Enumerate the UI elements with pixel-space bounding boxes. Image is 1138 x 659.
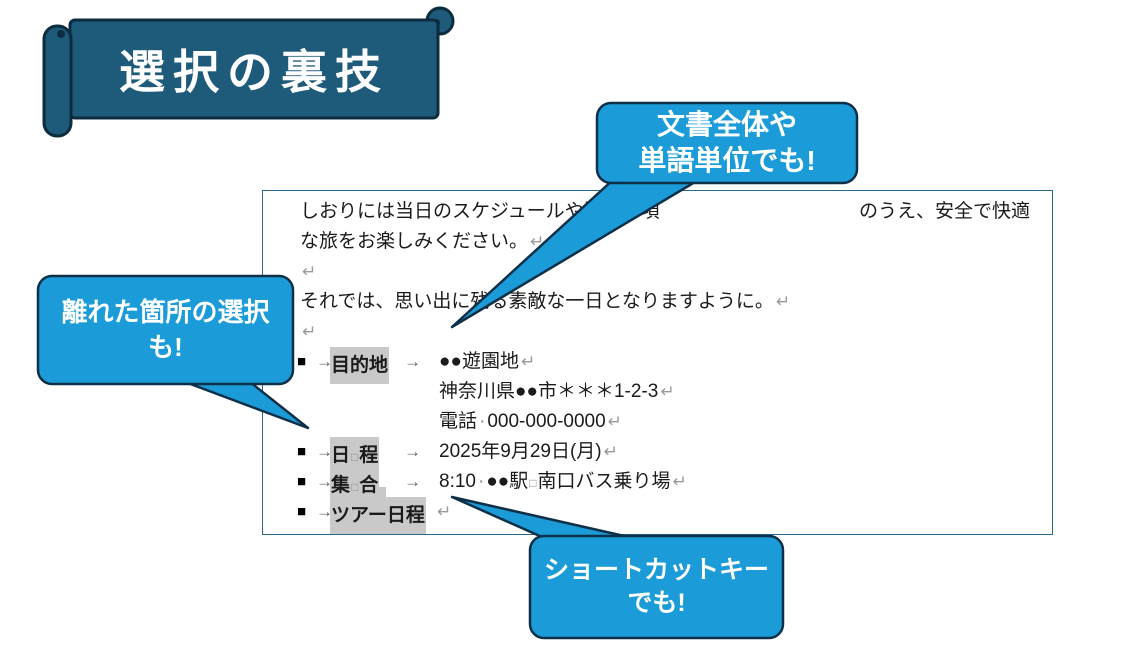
callout-top-line2: 単語単位でも!	[638, 145, 816, 176]
meeting-value-wrap: 8:10·●●駅□南口バス乗り場↵	[439, 467, 687, 498]
bullet-square-icon: ■	[297, 353, 307, 370]
return-mark: ↵	[302, 527, 316, 534]
callout-body	[595, 101, 859, 185]
phone-wrap: 電話·000-000-0000↵	[439, 407, 622, 437]
callout-bubble-shape	[450, 495, 785, 640]
return-mark: ↵	[302, 322, 317, 341]
date-label-a: 日	[331, 445, 351, 466]
callout-tail	[450, 176, 697, 329]
callout-tail	[183, 380, 310, 430]
date-label-b: 程	[359, 445, 379, 466]
fullwidth-space-mark: □	[351, 450, 359, 464]
return-mark: ↵	[437, 502, 452, 521]
return-mark: ↵	[302, 262, 317, 281]
date-value: 2025年9月29日(月)	[439, 441, 602, 462]
empty-line-2: ↵	[263, 317, 1052, 347]
bullet-square-icon: ■	[297, 443, 307, 460]
phone-label: 電話	[439, 411, 478, 432]
callout-bottom-line2: でも!	[627, 589, 686, 617]
address-wrap: 神奈川県●●市＊＊＊1-2-3↵	[439, 377, 675, 407]
clipped-last-line: ↵	[263, 527, 1052, 534]
banner-roll-hole	[57, 30, 65, 38]
callout-left-line1: 離れた箇所の選択	[61, 297, 270, 327]
callout-left-line2: も!	[148, 332, 183, 362]
callout-shortcut-key: ショートカットキー でも!	[440, 480, 800, 645]
callout-bottom-text: ショートカットキー でも!	[530, 536, 783, 638]
scroll-banner-shape	[42, 6, 455, 138]
destination-value-wrap: ●●遊園地↵	[439, 347, 535, 377]
space-dot-mark: ·	[479, 411, 486, 432]
fullwidth-space-mark: □	[529, 476, 537, 490]
meeting-station: ●●駅	[486, 471, 529, 492]
tab-mark-icon: →	[316, 352, 333, 371]
tab-mark-icon: →	[316, 442, 333, 461]
meeting-time: 8:10	[439, 471, 476, 492]
empty-line-1: ↵	[263, 257, 1052, 287]
return-mark: ↵	[660, 382, 675, 401]
date-value-wrap: 2025年9月29日(月)↵	[439, 437, 618, 467]
fullwidth-space-mark: □	[351, 480, 359, 494]
tab-mark-icon: →	[316, 472, 333, 491]
destination-label-highlighted: 目的地	[330, 347, 390, 384]
paragraph-2-text: な旅をお楽しみください。	[300, 231, 529, 252]
return-mark: ↵	[672, 472, 687, 491]
callout-bubble-shape	[450, 101, 859, 329]
callout-body	[36, 274, 295, 386]
return-mark: ↵	[775, 292, 791, 311]
return-mark: ↵	[603, 442, 618, 461]
destination-value: ●●遊園地	[439, 351, 519, 372]
return-mark: ↵	[520, 352, 536, 371]
paragraph-1-left-text: しおりには当日のスケジュールや注意事項	[300, 201, 660, 222]
return-mark: ↵	[607, 412, 622, 431]
callout-bubble-shape	[36, 274, 310, 430]
meeting-place: 南口バス乗り場	[537, 471, 671, 492]
tab-mark-icon: →	[316, 502, 333, 521]
meeting-label-b: 合	[359, 475, 379, 496]
tab-mark-icon: →	[404, 442, 421, 461]
list-row-date: ■ → 日□程 → 2025年9月29日(月)↵	[263, 437, 1052, 475]
tab-mark-icon: →	[404, 472, 421, 491]
paragraph-4-wrap: それでは、思い出に残る素敵な一日となりますように。↵	[300, 287, 790, 317]
phone-line: 電話·000-000-0000↵	[263, 407, 1052, 437]
space-dot-mark: ·	[477, 471, 485, 492]
title-banner: 選択の裏技	[30, 2, 460, 144]
callout-top-line1: 文書全体や	[656, 109, 797, 140]
paragraph-line-4: それでは、思い出に残る素敵な一日となりますように。↵	[263, 287, 1052, 317]
callout-whole-document: 文書全体や 単語単位でも!	[440, 100, 870, 335]
bullet-square-icon: ■	[297, 503, 307, 520]
word-document-panel: しおりには当日のスケジュールや注意事項 のうえ、安全で快適 な旅をお楽しみくださ…	[262, 190, 1053, 535]
callout-bottom-line1: ショートカットキー	[543, 556, 769, 584]
address-line: 神奈川県●●市＊＊＊1-2-3↵	[263, 377, 1052, 407]
address-text: 神奈川県●●市＊＊＊1-2-3	[439, 381, 659, 402]
slide-title: 選択の裏技	[119, 46, 389, 98]
phone-value: 000-000-0000	[487, 411, 606, 432]
bullet-square-icon: ■	[297, 473, 307, 490]
tour-label-highlighted: ツアー日程	[330, 497, 426, 534]
callout-separated-selection: 離れた箇所の選択 も!	[25, 270, 325, 440]
callout-left-text: 離れた箇所の選択 も!	[38, 276, 293, 384]
paragraph-line-1: しおりには当日のスケジュールや注意事項 のうえ、安全で快適	[263, 197, 1052, 227]
list-row-destination: ■ → 目的地 → ●●遊園地↵	[263, 347, 1052, 384]
meeting-label-a: 集	[331, 475, 351, 496]
callout-top-text: 文書全体や 単語単位でも!	[597, 103, 857, 183]
paragraph-1-right-text: のうえ、安全で快適	[858, 201, 1030, 222]
paragraph-4-text: それでは、思い出に残る素敵な一日となりますように。	[300, 291, 774, 312]
callout-body	[528, 534, 785, 640]
list-row-tour: ■ → ツアー日程 ↵	[263, 497, 1052, 534]
banner-left-roll	[42, 24, 73, 138]
tab-mark-icon: →	[404, 352, 421, 371]
